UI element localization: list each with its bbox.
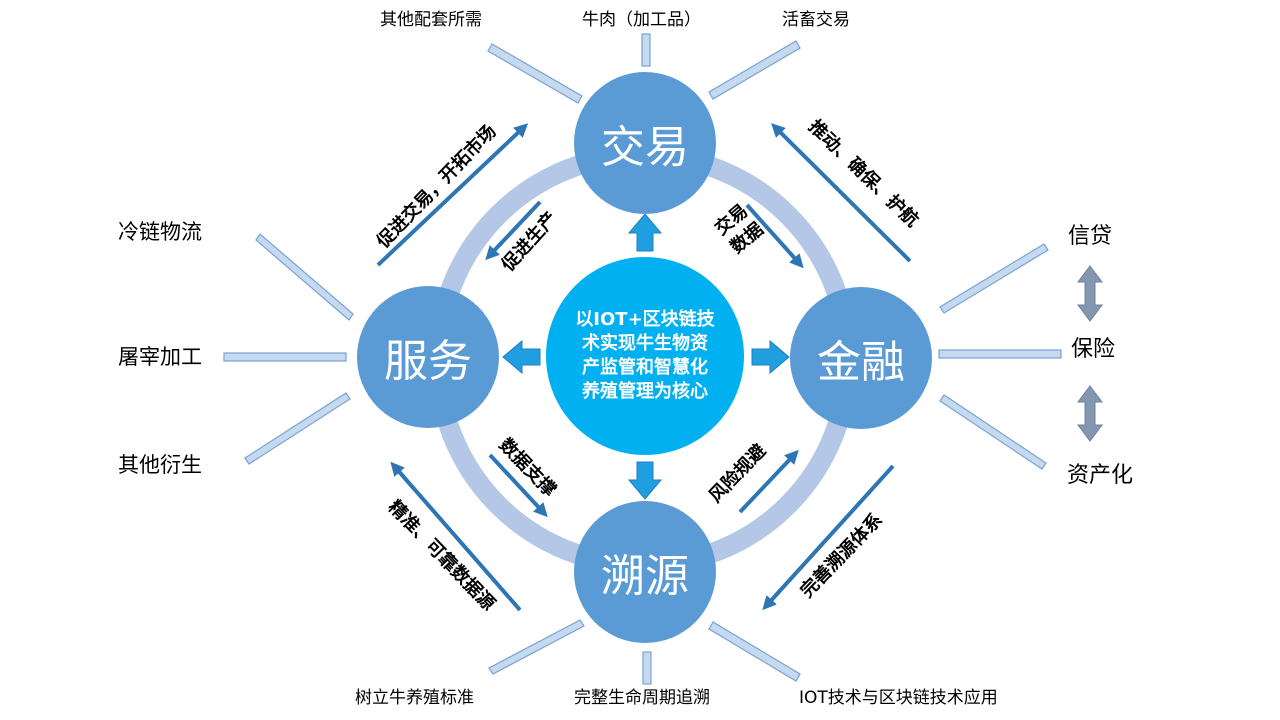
core-line-2: 术实现牛生物资 [581, 333, 708, 354]
bar-finance-bottom [939, 394, 1047, 470]
bar-trade-right [708, 40, 801, 100]
trade-output-beef-products: 牛肉（加工品） [582, 10, 701, 30]
arrow-finance-to-trace [762, 464, 895, 611]
arrow-finance-to-trade [771, 123, 912, 263]
core-arrow-right [751, 339, 790, 375]
bar-trace-center [642, 651, 652, 685]
arrow-service-to-trade [376, 123, 529, 267]
bar-finance-mid [938, 349, 1062, 359]
arrow-trade-to-finance [745, 203, 804, 269]
core-arrows [502, 213, 790, 500]
core-arrow-down [627, 461, 663, 500]
service-output-derivatives: 其他衍生 [118, 453, 202, 477]
arrow-trace-to-finance [738, 449, 799, 514]
core-arrow-left [502, 339, 541, 375]
node-service-label: 服务 [384, 336, 472, 387]
double-arrow-insurance-asset [1077, 385, 1103, 442]
arrow-service-to-trace [488, 453, 548, 518]
node-trace-label: 溯源 [601, 551, 689, 602]
service-output-slaughter: 屠宰加工 [118, 345, 202, 369]
trace-output-standards: 树立牛养殖标准 [355, 688, 474, 708]
bar-finance-top [939, 243, 1049, 314]
bar-service-bottom [244, 392, 351, 465]
node-trace: 溯源 [574, 501, 716, 643]
connector-bars [223, 33, 1062, 685]
core-line-1: 以IOT+区块链技 [575, 309, 715, 330]
core-circle: 以IOT+区块链技 术实现牛生物资 产监管和智慧化 养殖管理为核心 [546, 257, 744, 455]
core-line-3: 产监管和智慧化 [581, 357, 708, 378]
core-text: 以IOT+区块链技 术实现牛生物资 产监管和智慧化 养殖管理为核心 [575, 308, 714, 404]
double-arrows [1077, 265, 1103, 442]
service-output-cold-chain: 冷链物流 [118, 220, 202, 244]
flow-arrows [376, 123, 912, 612]
trace-output-iot-blockchain: IOT技术与区块链技术应用 [799, 688, 998, 708]
node-finance-label: 金融 [817, 337, 905, 388]
bar-trace-left [488, 619, 585, 675]
bar-trade-center [641, 33, 651, 67]
core-line-4: 养殖管理为核心 [581, 381, 708, 402]
core-arrow-up [627, 213, 663, 252]
arrow-trade-to-service [485, 200, 542, 261]
trace-output-lifecycle: 完整生命周期追溯 [574, 688, 710, 708]
node-trade-label: 交易 [601, 122, 689, 173]
trade-output-supporting-needs: 其他配套所需 [380, 10, 482, 30]
double-arrow-credit-insurance [1077, 265, 1103, 322]
flow-label-trade-data: 交易数据 [711, 200, 768, 260]
node-service: 服务 [357, 286, 499, 428]
trade-output-livestock-trading: 活畜交易 [782, 10, 850, 30]
bar-trade-left [487, 43, 583, 104]
finance-output-insurance: 保险 [1071, 337, 1116, 362]
finance-output-assetization: 资产化 [1067, 463, 1134, 488]
bar-trace-right [708, 621, 801, 682]
arrow-trace-to-service [390, 461, 522, 612]
bar-service-mid [223, 352, 347, 362]
finance-output-credit: 信贷 [1068, 224, 1113, 249]
node-finance: 金融 [790, 287, 932, 429]
node-trade: 交易 [574, 72, 716, 214]
bar-service-top [255, 233, 354, 321]
